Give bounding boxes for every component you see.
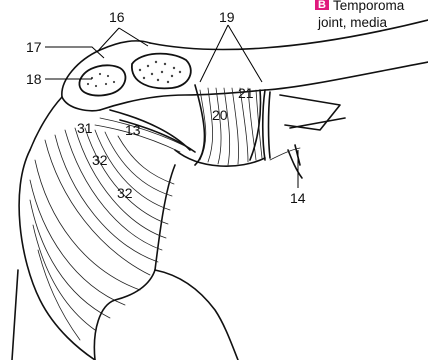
articular-eminence bbox=[263, 90, 345, 160]
label-13: 13 bbox=[125, 122, 141, 138]
label-18: 18 bbox=[26, 71, 42, 87]
masseter-muscle bbox=[19, 97, 175, 360]
condyle-sections bbox=[79, 54, 190, 96]
label-16: 16 bbox=[109, 9, 125, 25]
label-31: 31 bbox=[77, 120, 93, 136]
mandibular-notch bbox=[95, 110, 195, 152]
label-32-lower: 32 bbox=[117, 185, 133, 201]
figure-caption: B Temporoma joint, media bbox=[315, 0, 405, 30]
label-14: 14 bbox=[290, 190, 306, 206]
label-32-upper: 32 bbox=[92, 152, 108, 168]
label-19: 19 bbox=[219, 9, 235, 25]
caption-badge-letter: B bbox=[318, 0, 326, 11]
label-17: 17 bbox=[26, 39, 42, 55]
caption-line-2: joint, media bbox=[317, 15, 388, 30]
label-21: 21 bbox=[238, 85, 254, 101]
caption-line-1: Temporoma bbox=[333, 0, 405, 13]
label-20: 20 bbox=[212, 107, 228, 123]
styloid-region bbox=[270, 145, 302, 178]
